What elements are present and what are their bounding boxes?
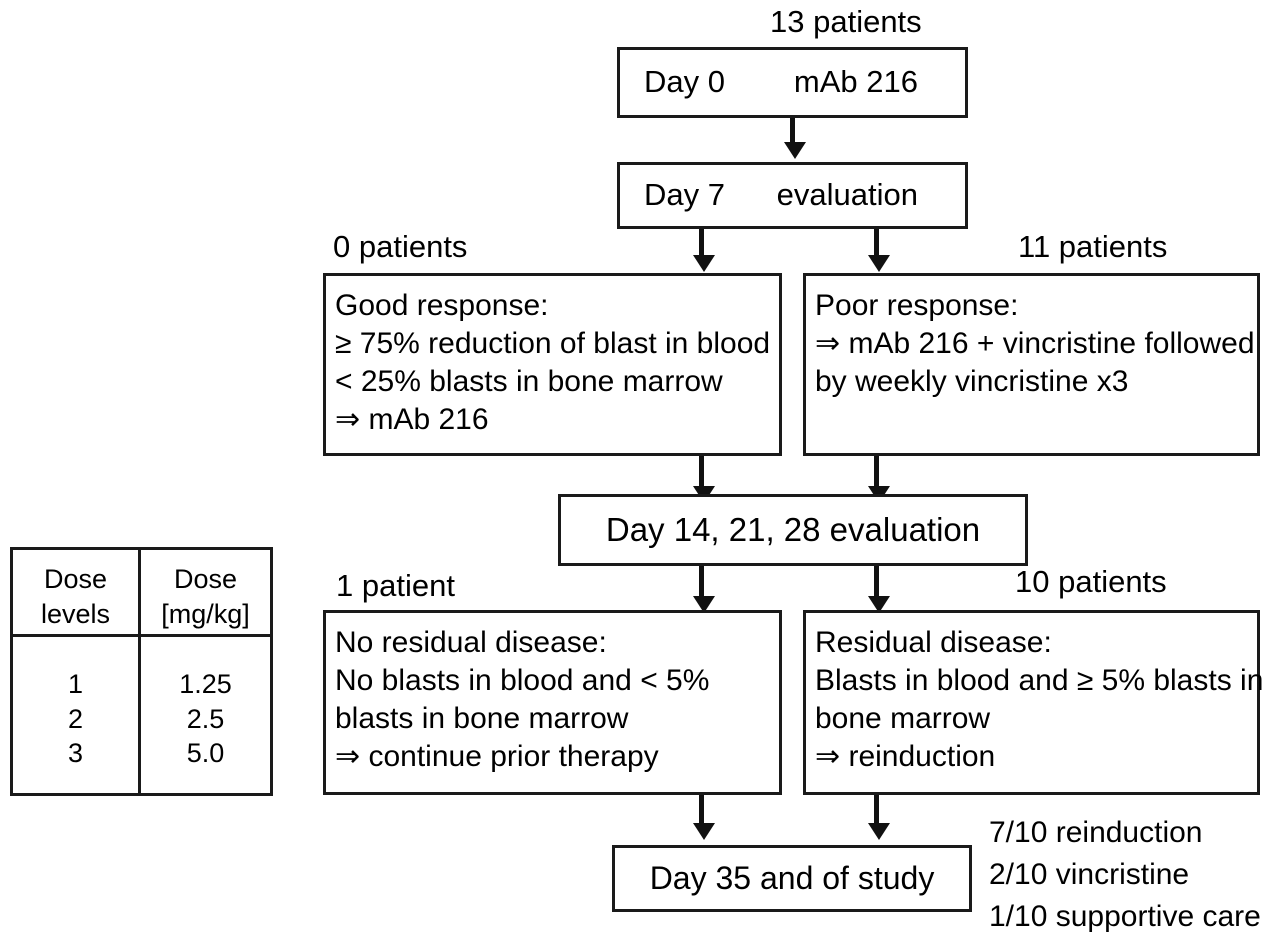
node-day-0: Day 0 mAb 216 — [617, 47, 968, 118]
connector-day7-good — [699, 229, 704, 259]
caption-0-patients: 0 patients — [333, 229, 468, 264]
connector-noresidual-day35 — [699, 795, 704, 827]
connector-day14-noresidual — [699, 566, 704, 600]
node-day-35-label: Day 35 and of study — [649, 859, 935, 896]
arrowhead-day0-day7 — [784, 142, 806, 159]
node-day-0-label: Day 0 mAb 216 — [644, 64, 918, 100]
caption-13-patients: 13 patients — [770, 4, 922, 39]
poor-response-line-2: ⇒ mAb 216 + vincristine followed — [815, 327, 1255, 360]
good-response-line-1: Good response: — [335, 289, 549, 322]
node-day-7: Day 7 evaluation — [617, 162, 968, 229]
caption-1-patient: 1 patient — [336, 568, 455, 603]
good-response-line-4: ⇒ mAb 216 — [335, 403, 489, 436]
node-residual-disease: Residual disease: Blasts in blood and ≥ … — [803, 610, 1264, 795]
dose-levels-table: Dose levels Dose [mg/kg] 1 2 3 1.25 2.5 … — [10, 547, 273, 796]
no-residual-line-3: blasts in bone marrow — [335, 702, 629, 735]
poor-response-line-3: by weekly vincristine x3 — [815, 365, 1129, 398]
dose-table-header-dose: Dose [mg/kg] — [161, 564, 250, 629]
residual-line-4: ⇒ reinduction — [815, 740, 996, 773]
arrowhead-day7-poor — [868, 255, 890, 272]
outcome-note-supportive-care: 1/10 supportive care — [989, 900, 1261, 933]
caption-10-patients: 10 patients — [1015, 564, 1167, 599]
connector-residual-day35 — [874, 795, 879, 827]
arrowhead-residual-day35 — [868, 823, 890, 840]
node-day-14-21-28: Day 14, 21, 28 evaluation — [558, 494, 1028, 566]
connector-poor-day14 — [874, 456, 879, 490]
node-day-7-label: Day 7 evaluation — [644, 177, 918, 213]
arrowhead-day14-noresidual — [693, 596, 715, 613]
node-day-35: Day 35 and of study — [612, 845, 972, 912]
dose-table-header-levels: Dose levels — [40, 564, 111, 629]
residual-line-2: Blasts in blood and ≥ 5% blasts in — [815, 664, 1264, 697]
outcome-note-vincristine: 2/10 vincristine — [989, 858, 1190, 891]
residual-line-1: Residual disease: — [815, 626, 1052, 659]
connector-day7-poor — [874, 229, 879, 259]
connector-good-day14 — [699, 456, 704, 490]
node-poor-response: Poor response: ⇒ mAb 216 + vincristine f… — [803, 273, 1260, 456]
node-no-residual-disease: No residual disease: No blasts in blood … — [323, 610, 782, 795]
arrowhead-day7-good — [693, 255, 715, 272]
connector-day14-residual — [874, 566, 879, 600]
dose-table-header-divider — [13, 634, 270, 637]
no-residual-line-1: No residual disease: — [335, 626, 607, 659]
outcome-note-reinduction: 7/10 reinduction — [989, 816, 1203, 849]
good-response-line-2: ≥ 75% reduction of blast in blood — [335, 327, 771, 360]
connector-day0-day7 — [790, 118, 795, 146]
dose-table-levels-values: 1 2 3 — [67, 669, 84, 769]
poor-response-line-1: Poor response: — [815, 289, 1019, 322]
arrowhead-noresidual-day35 — [693, 823, 715, 840]
arrowhead-day14-residual — [868, 596, 890, 613]
no-residual-line-2: No blasts in blood and < 5% — [335, 664, 710, 697]
good-response-line-3: < 25% blasts in bone marrow — [335, 365, 723, 398]
residual-line-3: bone marrow — [815, 702, 991, 735]
dose-table-dose-values: 1.25 2.5 5.0 — [179, 669, 232, 769]
node-good-response: Good response: ≥ 75% reduction of blast … — [323, 273, 782, 456]
no-residual-line-4: ⇒ continue prior therapy — [335, 740, 659, 773]
dose-table-column-divider — [138, 550, 141, 793]
node-day-14-21-28-label: Day 14, 21, 28 evaluation — [605, 510, 981, 548]
caption-11-patients: 11 patients — [1018, 229, 1168, 264]
